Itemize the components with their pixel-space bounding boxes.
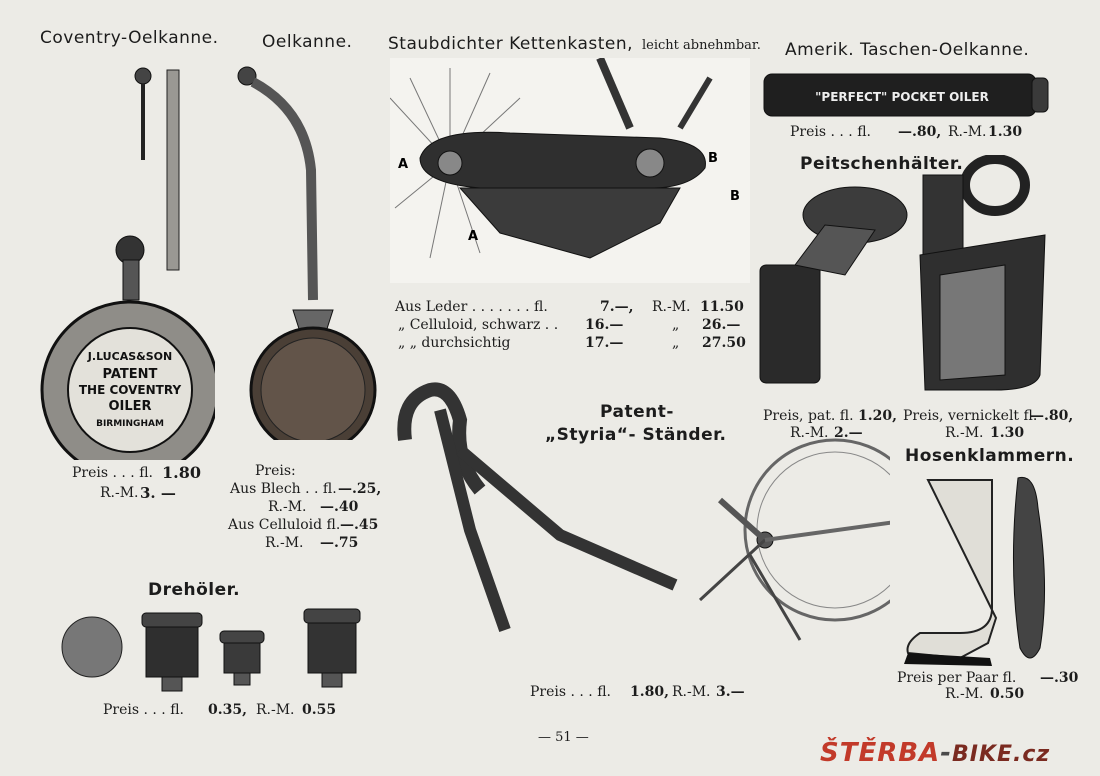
dreh-price-rm: 0.55	[302, 702, 337, 718]
ketten-label-a: A	[398, 157, 408, 172]
hosen-price-rm: 0.50	[990, 686, 1025, 702]
heading-kettenkasten: Staubdichter Kettenkasten,	[388, 34, 634, 54]
heading-hosenklammern: Hosenklammern.	[905, 446, 1075, 466]
pocket-oiler-text: "PERFECT" POCKET OILER	[815, 90, 989, 104]
sterba-bike-watermark[interactable]: ŠTĚRBA-BIKE.cz	[820, 738, 1050, 768]
coventry-oiler-illustration: J.LUCAS&SON PATENT THE COVENTRY OILER BI…	[40, 67, 215, 460]
dreh-price-fl: 0.35,	[208, 702, 247, 718]
oel-price-blech: —.25,	[338, 481, 382, 497]
oel-price-celluloid: —.45	[340, 517, 379, 533]
heading-patent: Patent-	[600, 402, 674, 422]
ketten-row2-fl: 16.—	[585, 317, 624, 333]
dreh-price-label: Preis . . . fl.	[103, 702, 184, 718]
ketten-row1-item: Aus Leder . . . . . . . fl.	[395, 299, 548, 315]
styria-price-rm-label: R.-M.	[672, 684, 711, 700]
peitschen-a-rm: 2.—	[834, 425, 863, 441]
watermark-sterba: ŠTĚRBA	[820, 738, 941, 768]
heading-styria-staender: „Styria“- Ständer.	[545, 425, 727, 445]
oel-price-blech-rm-label: R.-M.	[268, 499, 307, 515]
ketten-label-a2: A	[468, 229, 478, 244]
ketten-row3-rm-label: „	[672, 335, 680, 351]
heading-coventry-oelkanne: Coventry-Oelkanne.	[40, 28, 219, 48]
coventry-label-patent: PATENT	[103, 367, 158, 382]
peitschenhaelter-illustration	[759, 155, 1046, 391]
peitschen-a-price-label: Preis, pat. fl.	[763, 408, 854, 424]
styria-price-fl: 1.80,	[630, 684, 669, 700]
ketten-row3-fl: 17.—	[585, 335, 624, 351]
peitschen-a-rm-label: R.-M.	[790, 425, 829, 441]
styria-price-rm: 3.—	[716, 684, 745, 700]
hosen-price-label: Preis per Paar fl.	[897, 670, 1017, 686]
coventry-price-label: Preis . . . fl.	[72, 465, 153, 481]
peitschen-b-price-fl: —.80,	[1030, 408, 1074, 424]
heading-taschen-oelkanne: Amerik. Taschen-Oelkanne.	[785, 40, 1030, 60]
coventry-label-the-coventry: THE COVENTRY	[79, 383, 182, 397]
oelkanne-illustration	[237, 66, 377, 440]
heading-drehoeler: Drehöler.	[148, 580, 241, 600]
peitschen-b-price-label: Preis, vernickelt fl.	[903, 408, 1038, 424]
coventry-label-brand: J.LUCAS&SON	[87, 350, 172, 363]
ketten-row3-rm: 27.50	[702, 335, 746, 351]
oel-price-blech-rm: —.40	[320, 499, 359, 515]
coventry-label-oiler: OILER	[108, 399, 151, 414]
hosen-price-fl: —.30	[1040, 670, 1079, 686]
watermark-dash: -	[940, 738, 952, 768]
styria-staender-illustration	[397, 382, 890, 641]
ketten-label-b2: B	[730, 189, 740, 204]
page-number: — 51 —	[538, 730, 589, 745]
heading-oelkanne: Oelkanne.	[262, 32, 353, 52]
ketten-row2-rm: 26.—	[702, 317, 741, 333]
taschen-price-rm-label: R.-M.	[948, 124, 987, 140]
coventry-price-rm: 3. —	[140, 484, 176, 502]
heading-peitschenhaelter: Peitschenhälter.	[800, 154, 964, 174]
hosenklammern-illustration	[904, 476, 1046, 666]
coventry-price-fl: 1.80	[162, 463, 201, 482]
taschen-price-fl: —.80,	[898, 124, 942, 140]
ketten-row2-rm-label: „	[672, 317, 680, 333]
ketten-label-b: B	[708, 151, 718, 166]
taschen-price-rm: 1.30	[988, 124, 1023, 140]
coventry-label-birmingham: BIRMINGHAM	[96, 419, 164, 429]
dreh-price-rm-label: R.-M.	[256, 702, 295, 718]
ketten-row1-fl: 7.—,	[600, 299, 634, 315]
peitschen-b-rm: 1.30	[990, 425, 1025, 441]
ketten-row1-rm-label: R.-M.	[652, 299, 691, 315]
ketten-row3-item: „ „ durchsichtig	[398, 335, 511, 351]
taschen-price-label: Preis . . . fl.	[790, 124, 871, 140]
oel-price-title: Preis:	[255, 463, 296, 479]
kettenkasten-illustration: A B B A	[390, 58, 750, 283]
oel-price-celluloid-rm: —.75	[320, 535, 359, 551]
peitschen-a-price-fl: 1.20,	[858, 408, 897, 424]
oel-price-celluloid-rm-label: R.-M.	[265, 535, 304, 551]
drehoeler-illustration	[61, 608, 361, 692]
coventry-price-rm-label: R.-M.	[100, 485, 139, 501]
ketten-row2-item: „ Celluloid, schwarz . .	[398, 317, 559, 333]
kettenkasten-note: leicht abnehmbar.	[642, 38, 761, 53]
pocket-oiler-illustration: "PERFECT" POCKET OILER	[763, 73, 1049, 117]
oel-price-celluloid-label: Aus Celluloid fl.	[228, 517, 341, 533]
ketten-row1-rm: 11.50	[700, 299, 744, 315]
styria-price-label: Preis . . . fl.	[530, 684, 611, 700]
hosen-price-rm-label: R.-M.	[945, 686, 984, 702]
oel-price-blech-label: Aus Blech . . fl.	[230, 481, 337, 497]
watermark-bike: BIKE.cz	[951, 742, 1051, 767]
peitschen-b-rm-label: R.-M.	[945, 425, 984, 441]
